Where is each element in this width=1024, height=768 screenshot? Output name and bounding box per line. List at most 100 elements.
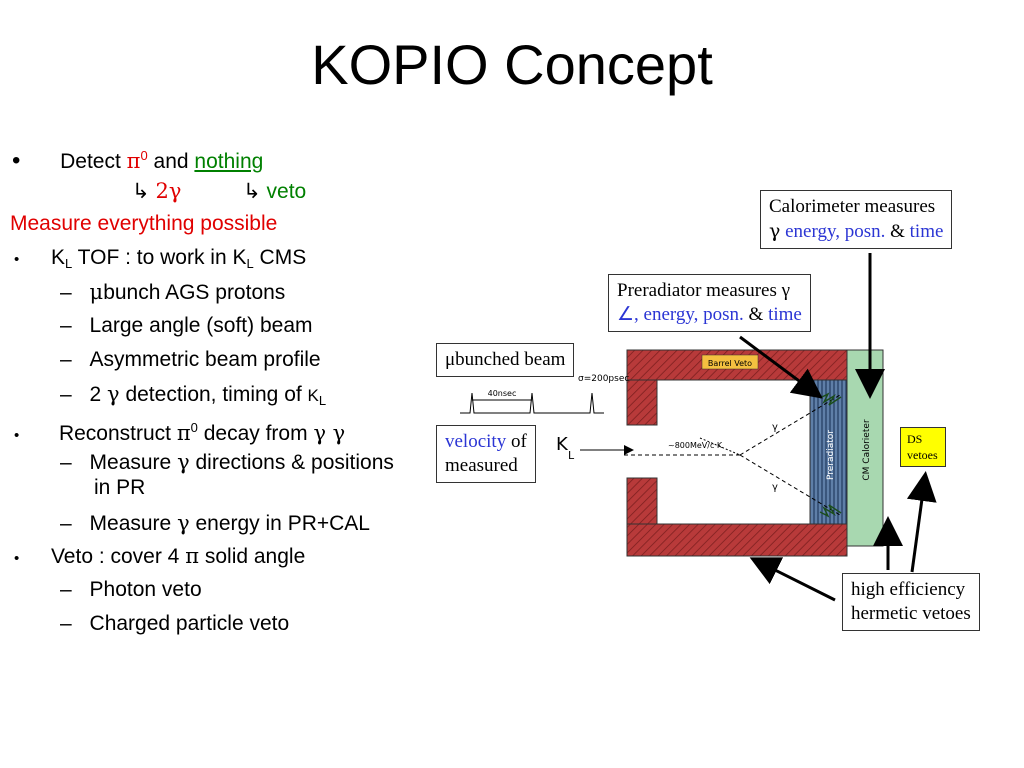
calorimeter-callout-line1: Calorimeter measures bbox=[769, 196, 936, 217]
sub-bullet-charged-veto: – Charged particle veto bbox=[60, 611, 289, 637]
page-title: KOPIO Concept bbox=[311, 33, 713, 96]
bullet-dot: • bbox=[14, 550, 20, 567]
detect-text: Detect bbox=[60, 150, 121, 173]
preradiator-callout-line2: ∠, energy, posn. & time bbox=[617, 303, 802, 327]
veto-text-a: Veto : cover 4 bbox=[50, 545, 186, 568]
sub-bullet-energy: – Measure γ energy in PR+CAL bbox=[60, 510, 370, 537]
directions-text-b: directions & positions bbox=[189, 451, 394, 474]
ampersand: & bbox=[890, 221, 905, 242]
velocity-callout-line1: velocity of bbox=[445, 430, 527, 454]
and-text: and bbox=[153, 150, 189, 173]
upstream-veto-top bbox=[626, 379, 658, 426]
pulse-train bbox=[460, 392, 604, 414]
ampersand: & bbox=[748, 304, 764, 325]
barrel-veto-label-bg bbox=[701, 354, 759, 370]
hermetic-line2: hermetic vetoes bbox=[851, 603, 971, 624]
dash: – bbox=[60, 451, 72, 474]
shower-top bbox=[819, 392, 842, 406]
bullet-detect: • Detect π0 and nothing bbox=[12, 143, 263, 175]
bullet-dot: • bbox=[14, 251, 20, 268]
pi-symbol: π bbox=[185, 544, 200, 568]
gamma-symbol: γ bbox=[769, 220, 781, 242]
directions-text-c: in PR bbox=[94, 476, 146, 499]
gamma-gamma-symbols: γ γ bbox=[313, 421, 346, 445]
bullet-veto: • Veto : cover 4 π solid angle bbox=[14, 543, 305, 572]
two-gamma-text: 2γ bbox=[155, 179, 182, 203]
directions-text-a: Measure bbox=[89, 451, 178, 474]
kl-sub: L bbox=[246, 256, 254, 271]
reconstruct-text-b: decay from bbox=[197, 422, 314, 445]
veto-text: veto bbox=[266, 180, 307, 203]
sub-bullet-asymmetric: – Asymmetric beam profile bbox=[60, 347, 321, 373]
arrow-icon: ↳ bbox=[243, 180, 261, 203]
kl-track bbox=[699, 437, 741, 456]
hermetic-line1: high efficiency bbox=[851, 579, 966, 600]
velocity-text: velocity bbox=[445, 431, 507, 452]
kl-label-sub: L bbox=[568, 449, 575, 462]
shower-bottom bbox=[819, 504, 842, 518]
mu-symbol: μ bbox=[89, 280, 104, 304]
gamma-bottom-label: γ bbox=[772, 482, 778, 493]
sub-bullet-large-angle: – Large angle (soft) beam bbox=[60, 313, 313, 339]
kl-k: K bbox=[50, 246, 65, 269]
preradiator-callout-line1: Preradiator measures γ bbox=[617, 280, 790, 301]
calorimeter-label: CM Calorieter bbox=[862, 419, 872, 481]
mubunch-callout: μbunched beam bbox=[436, 343, 575, 377]
preradiator-time-text: time bbox=[763, 304, 802, 325]
sigma-label: σ=200psec bbox=[578, 374, 629, 384]
preradiator-callout: Preradiator measures γ ∠, energy, posn. … bbox=[608, 274, 811, 332]
bullet-reconstruct: • Reconstruct π0 decay from γ γ bbox=[14, 415, 345, 449]
sub-bullet-photon-veto: – Photon veto bbox=[60, 577, 202, 603]
kl-sub: L bbox=[318, 393, 327, 408]
pi-symbol: π bbox=[176, 421, 191, 445]
gamma-symbol: γ bbox=[177, 450, 190, 474]
gamma-symbol: γ bbox=[107, 382, 120, 406]
preradiator-block bbox=[809, 379, 848, 525]
pulse-spacing-label: 40nsec bbox=[488, 389, 517, 398]
arrow-hermetic-barrel bbox=[749, 557, 836, 602]
kl-k: K bbox=[307, 386, 319, 405]
kl-cms-text: CMS bbox=[253, 246, 307, 269]
ds-line1: DS bbox=[907, 432, 923, 446]
arrow-preradiator bbox=[739, 335, 823, 399]
arrow-icon: ↳ bbox=[132, 180, 150, 203]
hermetic-callout: high efficiency hermetic vetoes bbox=[842, 573, 980, 631]
velocity-of-text: of bbox=[506, 431, 527, 452]
detect-subline: ↳ 2γ ↳ veto bbox=[132, 178, 306, 205]
dash: – bbox=[60, 383, 72, 406]
sub-bullet-detection: – 2 γ detection, timing of KL bbox=[60, 381, 326, 414]
pi-symbol: π bbox=[126, 149, 141, 173]
charged-veto-text: Charged particle veto bbox=[89, 612, 290, 635]
dash: – bbox=[60, 281, 72, 304]
bullet-dot: • bbox=[12, 147, 21, 174]
ds-vetoes-callout: DS vetoes bbox=[900, 427, 946, 467]
barrel-veto-bottom bbox=[626, 523, 848, 557]
calorimeter-blue-text: energy, posn. bbox=[780, 221, 891, 242]
kl-label: K bbox=[556, 434, 569, 455]
beam-momentum-label: ~800MeV/c K bbox=[668, 441, 723, 450]
sub-bullet-directions: – Measure γ directions & positions bbox=[60, 449, 394, 476]
photon-veto-text: Photon veto bbox=[89, 578, 202, 601]
reconstruct-text-a: Reconstruct bbox=[58, 422, 177, 445]
nothing-text: nothing bbox=[194, 150, 264, 173]
gamma-track-top bbox=[739, 394, 841, 456]
energy-text-a: Measure bbox=[89, 512, 178, 535]
bullet-kl-tof: • KL TOF : to work in KL CMS bbox=[14, 245, 306, 277]
dash: – bbox=[60, 612, 72, 635]
velocity-callout-line2: measured bbox=[445, 455, 518, 476]
measure-heading: Measure everything possible bbox=[10, 212, 278, 235]
kl-tof-text: TOF : to work in K bbox=[72, 246, 247, 269]
arrow-ds-vetoes bbox=[906, 471, 937, 573]
pi-superscript: 0 bbox=[190, 420, 198, 435]
dash: – bbox=[60, 512, 72, 535]
kl-sub: L bbox=[64, 256, 73, 271]
detection-text-a: 2 bbox=[89, 383, 108, 406]
dash: – bbox=[60, 348, 72, 371]
velocity-callout: velocity of measured bbox=[436, 425, 536, 483]
gamma-track-bottom bbox=[739, 454, 841, 516]
gamma-top-label: γ bbox=[772, 422, 778, 433]
large-angle-text: Large angle (soft) beam bbox=[89, 314, 313, 337]
detection-text-b: detection, timing of bbox=[119, 383, 308, 406]
preradiator-label: Preradiator bbox=[826, 430, 836, 480]
